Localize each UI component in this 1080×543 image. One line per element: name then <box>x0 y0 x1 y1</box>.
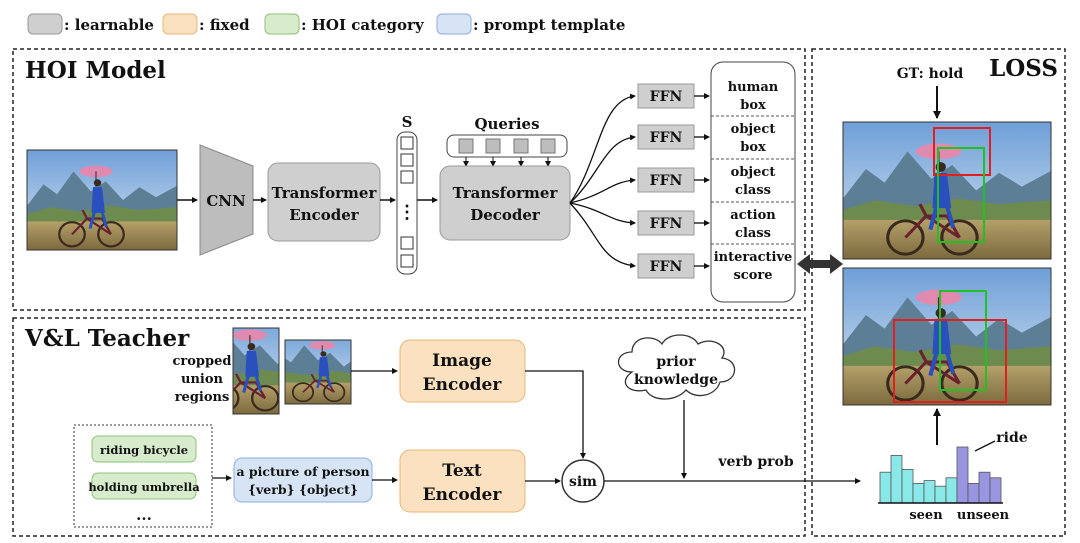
ffn-1 <box>637 83 695 109</box>
category-riding-bicycle <box>91 435 197 463</box>
prior-label-2: knowledge <box>634 372 718 388</box>
output-human-box-1: human <box>728 80 779 95</box>
gt-object-box <box>933 127 991 176</box>
prior-label-1: prior <box>656 354 696 370</box>
ffn-2 <box>637 124 695 150</box>
ffn-3-label: FFN <box>650 173 683 189</box>
transformer-encoder <box>267 162 381 242</box>
category-holding-umbrella <box>91 472 197 500</box>
histogram-bar <box>967 482 980 504</box>
histogram-bar <box>912 482 925 504</box>
input-image <box>27 150 177 250</box>
hoi-model-panel <box>12 48 806 311</box>
gt-image <box>843 122 1051 259</box>
legend-prompt-template: : prompt template <box>436 13 625 35</box>
cropped-label-1: cropped <box>173 354 232 369</box>
output-action-class-2: class <box>735 226 771 241</box>
ffn-2-label: FFN <box>650 130 683 146</box>
pred-object-box <box>893 319 1007 403</box>
prompt-line-1: a picture of person <box>236 464 369 479</box>
loss-title: LOSS <box>989 55 1058 82</box>
histogram-bar <box>934 485 947 504</box>
loss-double-arrow <box>797 254 843 274</box>
encoder-label-2: Encoder <box>289 206 360 224</box>
legend-prompt-template-label: : prompt template <box>473 16 625 34</box>
output-object-box-1: object <box>731 122 776 137</box>
output-dividers <box>711 115 795 245</box>
histogram-bar <box>879 471 892 504</box>
encoder-label-1: Transformer <box>272 184 378 202</box>
output-object-box-2: box <box>740 140 766 155</box>
histogram-bar <box>901 468 914 504</box>
output-column <box>710 61 796 303</box>
category-riding-bicycle-label: riding bicycle <box>100 443 188 457</box>
ride-pointer <box>974 440 996 452</box>
decoder-label-2: Decoder <box>470 206 541 224</box>
ride-label: ride <box>996 430 1027 446</box>
unseen-label: unseen <box>957 508 1010 523</box>
histogram-bar <box>978 471 991 504</box>
ffn-blocks: FFN FFN FFN FFN FFN <box>637 83 695 279</box>
legend-fixed: : fixed <box>162 13 250 35</box>
ffn-3 <box>637 167 695 193</box>
cnn-label: CNN <box>206 192 246 210</box>
output-action-class-1: action <box>730 208 776 223</box>
transformer-decoder <box>439 165 571 241</box>
histogram-bar <box>890 454 903 504</box>
output-interactive-score-2: score <box>733 268 772 283</box>
gt-label: GT: hold <box>897 66 964 82</box>
legend-learnable-label: : learnable <box>64 16 154 34</box>
teacher-panel <box>12 317 806 537</box>
arrow-image-encoder-sim <box>525 370 586 459</box>
ffn-4-label: FFN <box>650 216 683 232</box>
cropped-label-2: union <box>181 372 224 387</box>
histogram-bar <box>989 477 1002 504</box>
pred-image <box>843 268 1051 405</box>
text-encoder-label-1: Text <box>442 461 482 481</box>
loss-panel <box>811 48 1066 537</box>
ffn-to-output-arrows <box>694 93 710 269</box>
pred-human-box <box>939 290 987 391</box>
legend-hoi-category: : HOI category <box>264 13 425 35</box>
histogram-bar <box>956 446 969 504</box>
histogram-bar <box>945 477 958 504</box>
seq-dots: ⋮ <box>398 202 416 223</box>
seen-label: seen <box>909 508 943 523</box>
decoder-label-1: Transformer <box>453 184 559 202</box>
sim-label: sim <box>569 474 597 490</box>
category-holding-umbrella-label: holding umbrella <box>88 480 200 494</box>
output-interactive-score-1: interactive <box>714 250 793 265</box>
legend: : learnable : fixed : HOI category : pro… <box>27 13 625 35</box>
seq-label: S <box>402 113 413 131</box>
teacher-title: V&L Teacher <box>24 325 190 352</box>
gt-human-box <box>937 147 985 243</box>
image-encoder-label-2: Encoder <box>423 375 503 395</box>
cropped-label-3: regions <box>175 390 230 405</box>
prior-knowledge-cloud <box>617 334 736 400</box>
category-list <box>73 424 213 528</box>
decoder-to-ffn-arrows <box>569 93 636 269</box>
legend-learnable: : learnable <box>27 13 154 35</box>
category-ellipsis: ... <box>136 506 152 524</box>
hoi-model-title: HOI Model <box>25 57 166 84</box>
ffn-5-label: FFN <box>650 259 683 275</box>
text-encoder-label-2: Encoder <box>423 485 503 505</box>
prompt-line-2: {verb} {object} <box>248 482 358 497</box>
output-object-class-2: class <box>735 183 771 198</box>
legend-fixed-label: : fixed <box>199 16 250 34</box>
ffn-1-label: FFN <box>650 89 683 105</box>
verb-prob-label: verb prob <box>717 454 794 470</box>
cnn-block <box>199 144 254 256</box>
verb-histogram <box>878 446 1003 504</box>
output-human-box-2: box <box>740 98 766 113</box>
legend-hoi-category-label: : HOI category <box>301 16 425 34</box>
output-object-class-1: object <box>731 165 776 180</box>
histogram-bar <box>923 480 936 504</box>
queries-block <box>446 134 568 158</box>
queries-label: Queries <box>474 115 539 133</box>
image-encoder-label-1: Image <box>432 351 492 371</box>
